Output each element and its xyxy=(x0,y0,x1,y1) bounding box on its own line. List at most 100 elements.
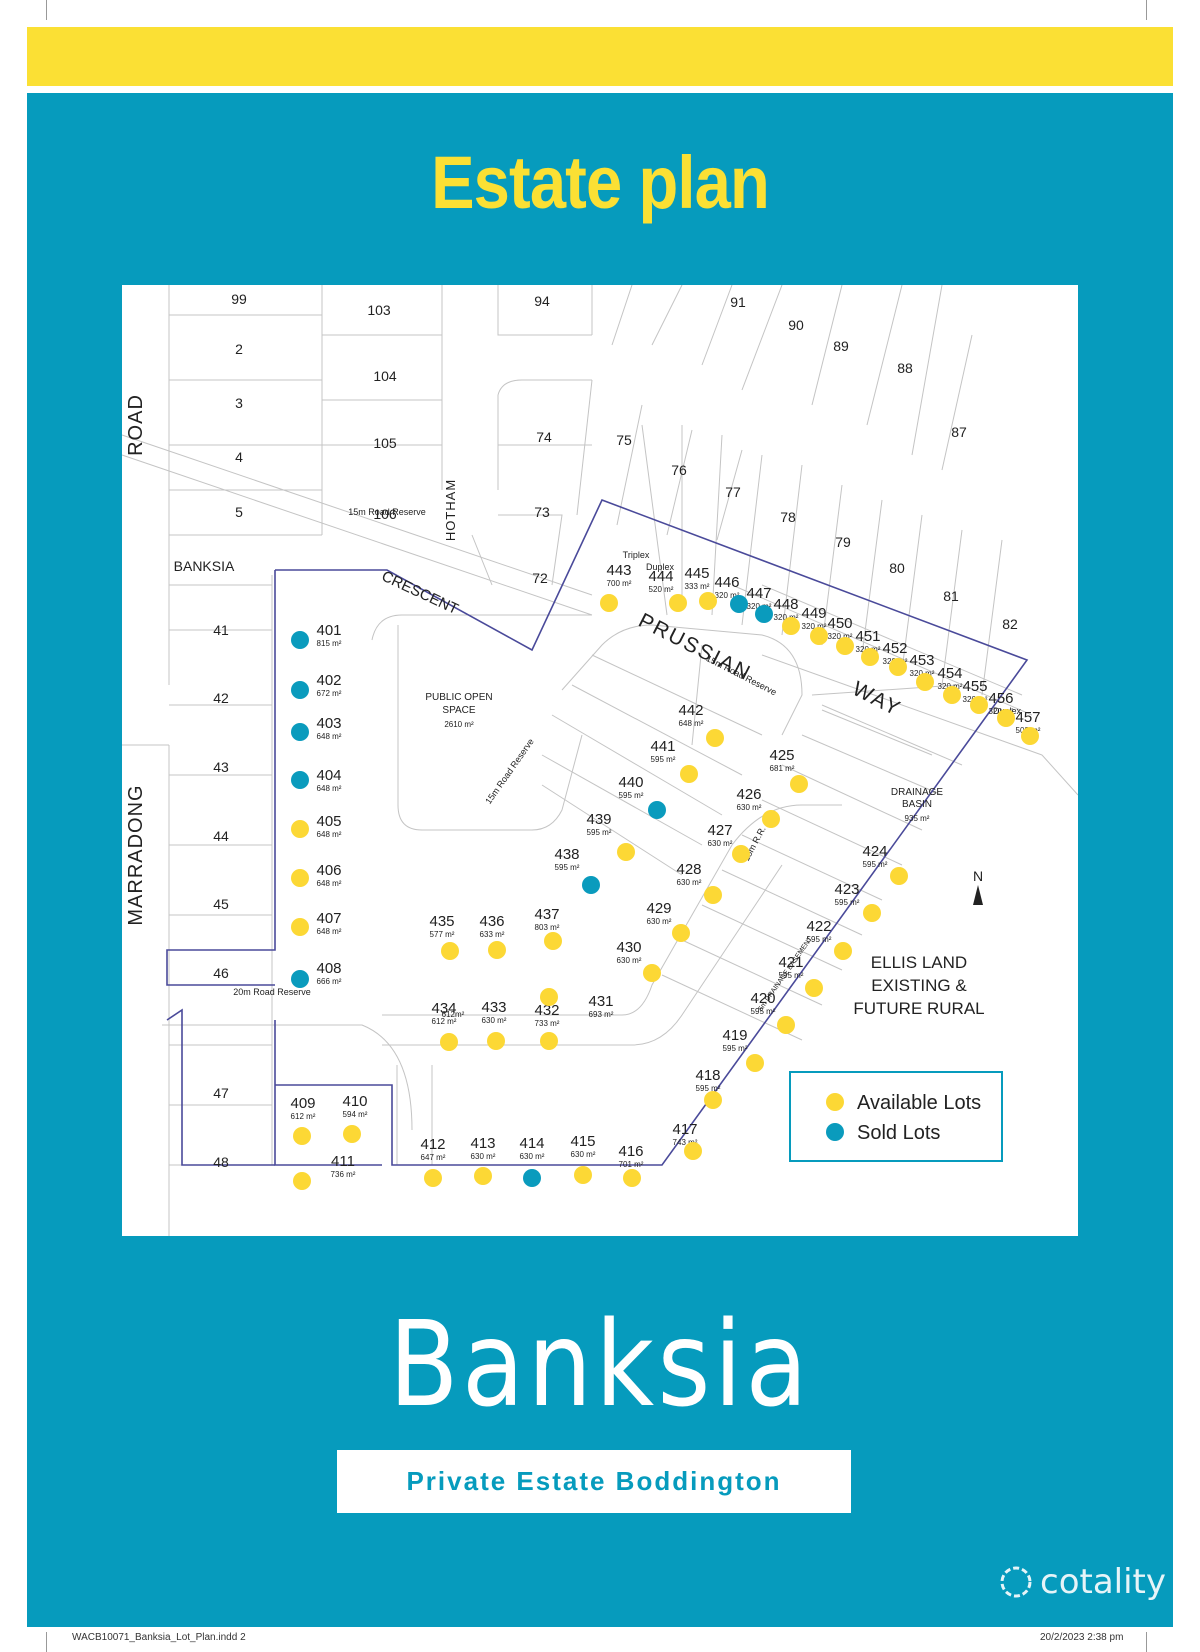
lot-448-number: 448 xyxy=(773,596,798,613)
neighbour-lot-number: 76 xyxy=(671,462,687,478)
lot-446-sold-marker[interactable] xyxy=(730,595,748,613)
lot-437-number: 437 xyxy=(534,906,559,923)
lot-456-available-marker[interactable] xyxy=(997,709,1015,727)
lot-415-available-marker[interactable] xyxy=(574,1166,592,1184)
map-label: BANKSIA xyxy=(174,558,235,574)
lot-423-available-marker[interactable] xyxy=(863,904,881,922)
lot-426-available-marker[interactable] xyxy=(762,810,780,828)
lot-409-area: 612 m² xyxy=(291,1112,316,1121)
lot-404-number: 404 xyxy=(316,767,341,784)
map-lot-markers xyxy=(291,592,1039,1190)
lot-411-available-marker[interactable] xyxy=(293,1172,311,1190)
lot-443-available-marker[interactable] xyxy=(600,594,618,612)
lot-426-number: 426 xyxy=(736,786,761,803)
lot-442-available-marker[interactable] xyxy=(706,729,724,747)
lot-421-available-marker[interactable] xyxy=(805,979,823,997)
lot-454-available-marker[interactable] xyxy=(943,686,961,704)
lot-436-available-marker[interactable] xyxy=(488,941,506,959)
lot-415-area: 630 m² xyxy=(571,1150,596,1159)
lot-439-area: 595 m² xyxy=(587,828,612,837)
map-label: 2610 m² xyxy=(444,720,474,729)
footer-filename: WACB10071_Banksia_Lot_Plan.indd 2 xyxy=(72,1632,246,1643)
lot-402-number: 402 xyxy=(316,672,341,689)
lot-430-area: 630 m² xyxy=(617,956,642,965)
lot-439-available-marker[interactable] xyxy=(617,843,635,861)
lot-427-available-marker[interactable] xyxy=(732,845,750,863)
lot-418-available-marker[interactable] xyxy=(704,1091,722,1109)
map-label: DRAINAGE xyxy=(891,787,944,798)
cotality-logo-text: cotality xyxy=(1040,1562,1167,1602)
lot-408-area: 666 m² xyxy=(317,977,342,986)
lot-430-available-marker[interactable] xyxy=(643,964,661,982)
lot-457-available-marker[interactable] xyxy=(1021,727,1039,745)
lot-449-available-marker[interactable] xyxy=(810,627,828,645)
lot-436-number: 436 xyxy=(479,913,504,930)
lot-444-area: 520 m² xyxy=(649,585,674,594)
lot-404-sold-marker[interactable] xyxy=(291,771,309,789)
lot-440-sold-marker[interactable] xyxy=(648,801,666,819)
lot-419-available-marker[interactable] xyxy=(746,1054,764,1072)
lot-441-available-marker[interactable] xyxy=(680,765,698,783)
lot-410-available-marker[interactable] xyxy=(343,1125,361,1143)
lot-409-available-marker[interactable] xyxy=(293,1127,311,1145)
neighbour-lot-number: 104 xyxy=(373,368,397,384)
lot-452-available-marker[interactable] xyxy=(889,658,907,676)
map-label: Triplex xyxy=(623,550,650,560)
lot-406-available-marker[interactable] xyxy=(291,869,309,887)
lot-417-available-marker[interactable] xyxy=(684,1142,702,1160)
lot-401-area: 815 m² xyxy=(317,639,342,648)
lot-417-area: 743 m² xyxy=(673,1138,698,1147)
lot-425-available-marker[interactable] xyxy=(790,775,808,793)
lot-408-sold-marker[interactable] xyxy=(291,970,309,988)
lot-438-number: 438 xyxy=(554,846,579,863)
lot-414-sold-marker[interactable] xyxy=(523,1169,541,1187)
crop-mark xyxy=(46,1632,47,1652)
lot-430-number: 430 xyxy=(616,939,641,956)
lot-403-sold-marker[interactable] xyxy=(291,723,309,741)
lot-420-available-marker[interactable] xyxy=(777,1016,795,1034)
lot-424-available-marker[interactable] xyxy=(890,867,908,885)
lot-438-sold-marker[interactable] xyxy=(582,876,600,894)
lot-429-available-marker[interactable] xyxy=(672,924,690,942)
lot-405-available-marker[interactable] xyxy=(291,820,309,838)
neighbour-lot-number: 48 xyxy=(213,1154,229,1170)
lot-413-available-marker[interactable] xyxy=(474,1167,492,1185)
cadastral-lines xyxy=(122,285,1078,1236)
neighbour-lot-number: 80 xyxy=(889,560,905,576)
lot-435-available-marker[interactable] xyxy=(441,942,459,960)
lot-432-available-marker[interactable] xyxy=(540,1032,558,1050)
lot-438-area: 595 m² xyxy=(555,863,580,872)
map-label: WAY xyxy=(849,677,905,721)
lot-450-available-marker[interactable] xyxy=(836,637,854,655)
lot-451-available-marker[interactable] xyxy=(861,648,879,666)
lot-401-sold-marker[interactable] xyxy=(291,631,309,649)
lot-455-available-marker[interactable] xyxy=(970,696,988,714)
lot-444-available-marker[interactable] xyxy=(669,594,687,612)
lot-434-available-marker[interactable] xyxy=(440,1033,458,1051)
lot-417-number: 417 xyxy=(672,1121,697,1138)
lot-447-sold-marker[interactable] xyxy=(755,605,773,623)
lot-446-number: 446 xyxy=(714,574,739,591)
lot-422-available-marker[interactable] xyxy=(834,942,852,960)
lot-431-available-marker[interactable] xyxy=(540,988,558,1006)
lot-428-available-marker[interactable] xyxy=(704,886,722,904)
neighbour-lot-number: 90 xyxy=(788,317,804,333)
lot-412-available-marker[interactable] xyxy=(424,1169,442,1187)
neighbour-lot-number: 77 xyxy=(725,484,741,500)
lot-402-sold-marker[interactable] xyxy=(291,681,309,699)
lot-407-available-marker[interactable] xyxy=(291,918,309,936)
lot-404-area: 648 m² xyxy=(317,784,342,793)
map-label: EXISTING & xyxy=(871,976,967,995)
lot-433-available-marker[interactable] xyxy=(487,1032,505,1050)
neighbour-lot-number: 4 xyxy=(235,449,243,465)
lot-448-available-marker[interactable] xyxy=(782,617,800,635)
lot-437-available-marker[interactable] xyxy=(544,932,562,950)
lot-408-number: 408 xyxy=(316,960,341,977)
map-label: ROAD xyxy=(125,394,147,456)
lot-445-available-marker[interactable] xyxy=(699,592,717,610)
legend: Available Lots Sold Lots xyxy=(789,1071,1003,1162)
lot-411-number: 411 xyxy=(331,1153,355,1170)
lot-446-area: 320 m² xyxy=(715,591,740,600)
lot-453-available-marker[interactable] xyxy=(916,673,934,691)
lot-416-available-marker[interactable] xyxy=(623,1169,641,1187)
